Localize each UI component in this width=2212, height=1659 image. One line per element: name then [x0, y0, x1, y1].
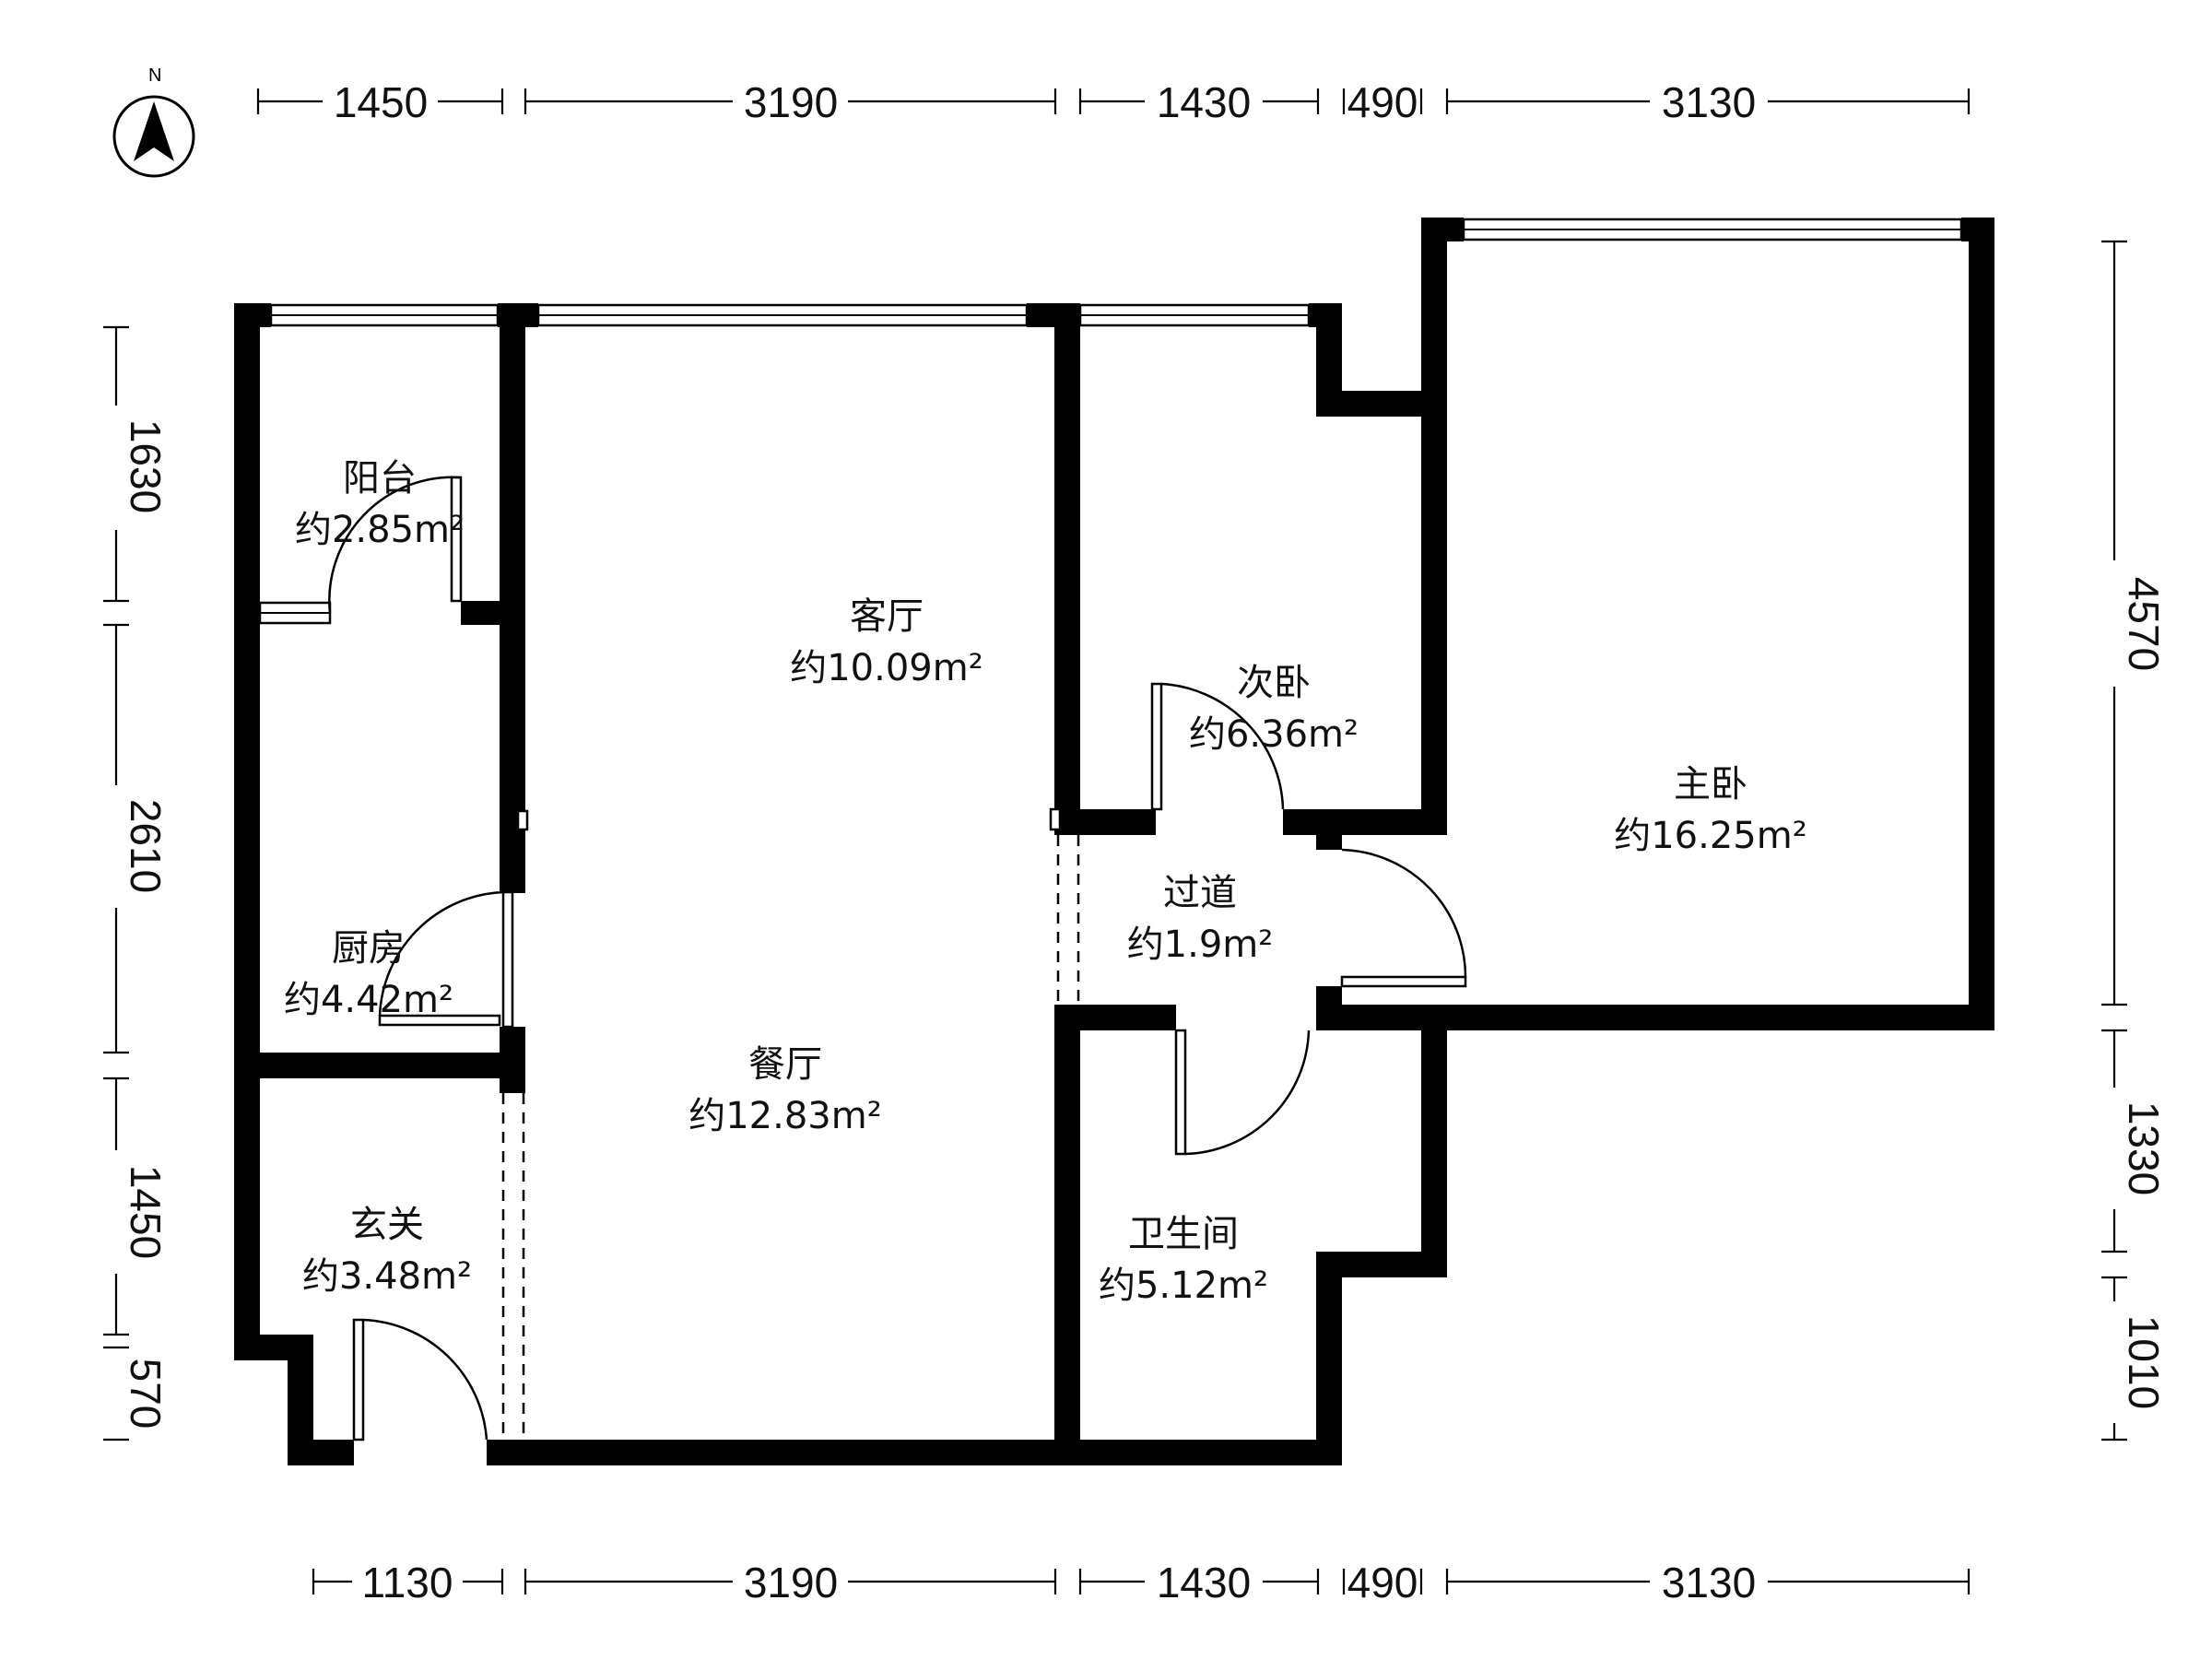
door-entrance — [352, 1318, 488, 1441]
dim-left-4: 570 — [122, 1359, 170, 1430]
room-area-balcony: 约2.85m² — [295, 509, 465, 551]
room-name-second-bedroom: 次卧 — [1237, 662, 1311, 704]
dim-bottom-3: 1430 — [1157, 1559, 1251, 1606]
dimensions-right: 4570 1330 1010 — [2101, 240, 2168, 1441]
window-master-bedroom — [1462, 218, 1963, 241]
dimensions-left: 1630 2610 1450 570 — [103, 325, 170, 1441]
room-name-master-bedroom: 主卧 — [1674, 763, 1747, 806]
room-area-living: 约10.09m² — [790, 647, 983, 689]
room-area-bathroom: 约5.12m² — [1099, 1265, 1268, 1307]
dim-left-1: 1630 — [122, 419, 170, 513]
room-name-corridor: 过道 — [1163, 872, 1237, 914]
room-name-kitchen: 厨房 — [332, 927, 406, 970]
dim-bottom-1: 1130 — [362, 1559, 453, 1606]
open-passages — [501, 835, 1080, 1440]
door-balcony — [328, 476, 463, 614]
walls — [234, 218, 1994, 1465]
dim-top-2: 3190 — [744, 78, 838, 126]
room-name-entrance: 玄关 — [350, 1204, 424, 1246]
north-arrow-icon — [134, 101, 174, 161]
room-area-corridor: 约1.9m² — [1127, 924, 1274, 966]
room-labels: 阳台 约2.85m² 厨房 约4.42m² 玄关 约3.48m² 客厅 约10.… — [284, 457, 1807, 1307]
dim-right-1: 4570 — [2120, 577, 2168, 671]
dim-top-1: 1450 — [334, 78, 428, 126]
room-name-bathroom: 卫生间 — [1128, 1213, 1239, 1255]
windows — [258, 218, 1963, 625]
dim-top-3: 1430 — [1157, 78, 1251, 126]
room-name-balcony: 阳台 — [343, 457, 417, 500]
window-living — [536, 303, 1029, 327]
dimensions-top: 1450 3190 1430 490 3130 — [256, 78, 1971, 126]
room-area-kitchen: 约4.42m² — [284, 979, 453, 1021]
room-area-second-bedroom: 约6.36m² — [1189, 713, 1359, 756]
dim-left-3: 1450 — [122, 1165, 170, 1259]
compass-north-label: N — [148, 65, 161, 86]
room-area-master-bedroom: 约16.25m² — [1614, 815, 1807, 857]
window-balcony — [269, 303, 500, 327]
door-bathroom — [1174, 1029, 1311, 1156]
room-name-dining: 餐厅 — [748, 1043, 822, 1086]
room-area-dining: 约12.83m² — [688, 1095, 882, 1137]
dim-top-4: 490 — [1347, 78, 1418, 126]
window-balcony-inner — [258, 601, 332, 625]
dim-right-2: 1330 — [2120, 1101, 2168, 1195]
room-area-entrance: 约3.48m² — [302, 1255, 472, 1298]
door-second-bedroom — [1150, 682, 1285, 811]
window-second-bedroom — [1078, 303, 1311, 327]
dim-left-2: 2610 — [122, 799, 170, 893]
dimensions-bottom: 1130 3190 1430 490 3130 — [312, 1559, 1971, 1606]
dim-bottom-2: 3190 — [744, 1559, 838, 1606]
dim-top-5: 3130 — [1662, 78, 1756, 126]
room-name-living: 客厅 — [850, 595, 924, 638]
door-kitchen — [378, 890, 514, 1029]
dim-bottom-4: 490 — [1347, 1559, 1418, 1606]
compass: N — [112, 65, 195, 178]
dim-right-3: 1010 — [2120, 1315, 2168, 1409]
doors — [328, 476, 1467, 1441]
dim-bottom-5: 3130 — [1662, 1559, 1756, 1606]
door-master-bedroom — [1340, 848, 1467, 988]
